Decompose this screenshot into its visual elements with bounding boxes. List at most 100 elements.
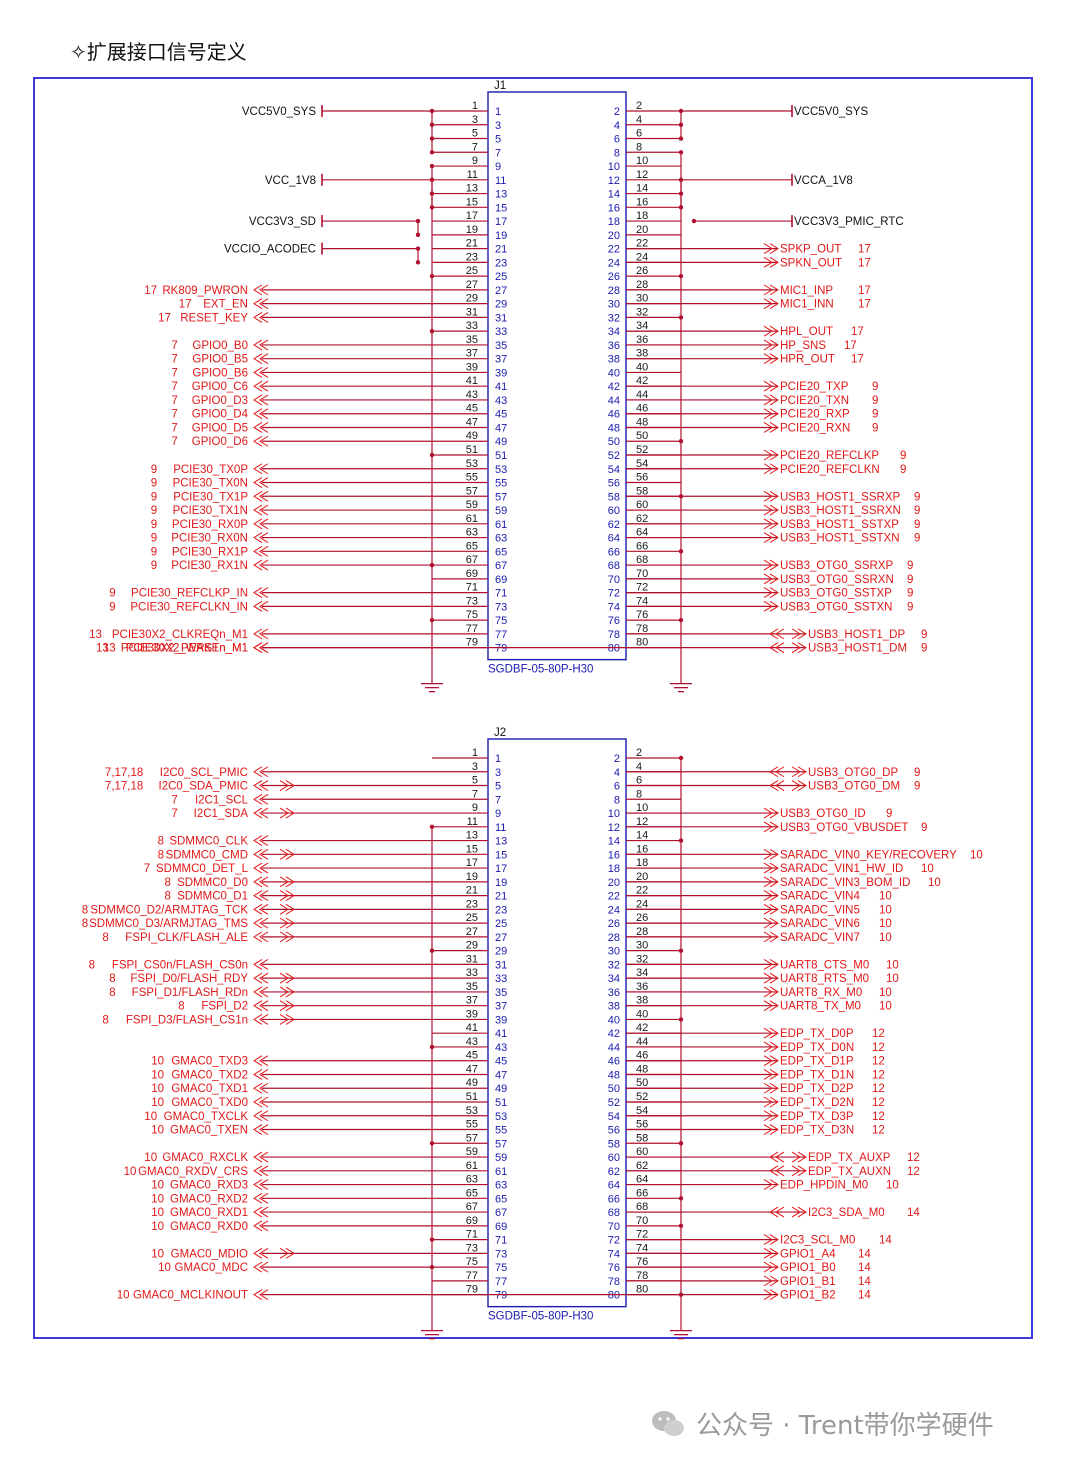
net-label: EDP_TX_D0N bbox=[780, 1042, 854, 1054]
pin-number-inner: 65 bbox=[495, 546, 507, 558]
pin-number-inner: 73 bbox=[495, 1248, 507, 1260]
pin-number-inner: 27 bbox=[495, 285, 507, 297]
port-arrow-icon bbox=[763, 821, 779, 833]
pin-number-inner: 15 bbox=[495, 202, 507, 214]
port-arrow-icon bbox=[763, 256, 779, 268]
port-arrow-icon bbox=[253, 848, 269, 860]
net-ref: 17 bbox=[858, 285, 871, 297]
pin-number-inner: 61 bbox=[495, 1166, 507, 1178]
port-arrow-icon bbox=[763, 1275, 779, 1287]
pin-number-inner: 21 bbox=[495, 244, 507, 256]
pin-number-outer: 27 bbox=[466, 279, 478, 291]
pin-number-outer: 65 bbox=[466, 1187, 478, 1199]
pin-number-outer: 19 bbox=[466, 871, 478, 883]
net-ref: 7 bbox=[171, 409, 177, 421]
pin-number-inner: 27 bbox=[495, 932, 507, 944]
pin-number-outer: 58 bbox=[636, 485, 648, 497]
net-ref: 12 bbox=[872, 1028, 885, 1040]
net-label: GPIO0_B0 bbox=[192, 340, 248, 352]
port-arrow-icon bbox=[763, 1261, 779, 1273]
pin-number-inner: 51 bbox=[495, 450, 507, 462]
port-arrow-icon bbox=[253, 1124, 269, 1135]
pin-number-outer: 47 bbox=[466, 1063, 478, 1075]
net-ref: 10 bbox=[158, 1262, 171, 1274]
net-label: FSPI_D1/FLASH_RDn bbox=[132, 987, 248, 999]
pin-number-outer: 6 bbox=[636, 128, 642, 140]
port-arrow-icon bbox=[253, 408, 269, 420]
net-label: PCIE30_TX1N bbox=[173, 505, 248, 517]
pin-number-outer: 49 bbox=[466, 430, 478, 442]
net-ref: 9 bbox=[109, 588, 115, 600]
pin-number-inner: 71 bbox=[495, 588, 507, 600]
port-arrow-icon bbox=[763, 600, 779, 612]
pin-number-outer: 34 bbox=[636, 320, 648, 332]
port-arrow-icon bbox=[253, 1192, 269, 1204]
net-ref: 9 bbox=[921, 643, 927, 655]
net-ref: 9 bbox=[914, 533, 920, 545]
pin-number-outer: 32 bbox=[636, 306, 648, 318]
pin-number-inner: 47 bbox=[495, 1069, 507, 1081]
pin-number-outer: 26 bbox=[636, 265, 648, 277]
net-ref: 9 bbox=[151, 491, 157, 503]
net-label: USB3_HOST1_DP bbox=[808, 629, 905, 641]
net-label: USB3_OTG0_DM bbox=[808, 781, 900, 793]
pin-number-outer: 57 bbox=[466, 1132, 478, 1144]
pin-number-outer: 67 bbox=[466, 554, 478, 566]
net-ref: 7,17,18 bbox=[105, 767, 143, 779]
pin-number-outer: 61 bbox=[466, 513, 478, 525]
pin-number-inner: 35 bbox=[495, 340, 507, 352]
pin-number-outer: 12 bbox=[636, 169, 648, 181]
pin-number-outer: 50 bbox=[636, 430, 648, 442]
pin-number-outer: 40 bbox=[636, 361, 648, 373]
net-label: SDMMC0_D2/ARMJTAG_TCK bbox=[90, 904, 248, 916]
pin-number-outer: 30 bbox=[636, 293, 648, 305]
net-ref: 7 bbox=[171, 794, 177, 806]
pin-number-inner: 7 bbox=[495, 794, 501, 806]
port-arrow-icon bbox=[253, 1069, 269, 1080]
net-ref: 9 bbox=[872, 422, 878, 434]
pin-number-inner: 56 bbox=[608, 478, 620, 490]
watermark-text: 公众号 · Trent带你学硬件 bbox=[696, 1411, 994, 1441]
net-label: PCIE30_RX0N bbox=[171, 533, 248, 545]
port-arrow-icon bbox=[763, 243, 779, 255]
port-arrow-icon bbox=[763, 559, 779, 571]
pin-number-outer: 33 bbox=[466, 320, 478, 332]
pin-number-inner: 39 bbox=[495, 367, 507, 379]
port-arrow-icon bbox=[253, 1082, 269, 1094]
pin-number-outer: 25 bbox=[466, 265, 478, 277]
net-ref: 10 bbox=[144, 1152, 157, 1164]
net-ref: 10 bbox=[151, 1221, 164, 1233]
pin-number-outer: 35 bbox=[466, 334, 478, 346]
net-ref: 10 bbox=[879, 932, 892, 944]
pin-number-outer: 11 bbox=[467, 816, 478, 828]
net-label: USB3_HOST1_SSRXP bbox=[780, 491, 900, 503]
pin-number-outer: 37 bbox=[466, 995, 478, 1007]
pin-number-outer: 45 bbox=[466, 403, 478, 415]
net-label: RESET_KEY bbox=[180, 312, 248, 324]
port-arrow-icon bbox=[791, 1151, 807, 1163]
net-label: GPIO0_C6 bbox=[192, 381, 248, 393]
pin-number-inner: 60 bbox=[608, 505, 620, 517]
port-arrow-icon bbox=[253, 766, 269, 778]
pin-number-outer: 32 bbox=[636, 953, 648, 965]
pin-number-outer: 9 bbox=[472, 155, 478, 167]
pin-number-outer: 31 bbox=[466, 306, 478, 318]
pin-number-outer: 65 bbox=[466, 540, 478, 552]
port-arrow-icon bbox=[763, 353, 779, 365]
pin-number-outer: 41 bbox=[466, 375, 478, 387]
port-arrow-icon bbox=[769, 780, 785, 791]
